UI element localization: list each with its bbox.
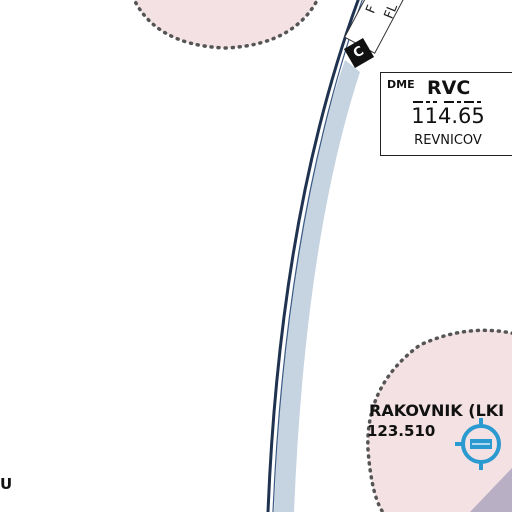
dme-info-box: DME RVC 114.65 REVNICOV <box>380 72 512 156</box>
airspace-circle-top <box>134 0 318 48</box>
airspace-circle-top-border <box>132 0 320 50</box>
airspace-circle-rakovnik <box>367 330 512 512</box>
edge-label: U <box>0 475 13 493</box>
dme-type-label: DME <box>387 78 415 91</box>
airport-name: RAKOVNIK (LKI <box>369 401 505 420</box>
airspace-circle-rakovnik-border <box>366 328 512 512</box>
dme-name: REVNICOV <box>414 133 482 148</box>
airway-corridor <box>274 60 360 512</box>
terrain-wedge <box>470 468 512 512</box>
dme-frequency: 114.65 <box>411 104 485 128</box>
airport-frequency: 123.510 <box>367 422 436 440</box>
airway-corridor-edge <box>266 0 360 512</box>
dme-ident: RVC <box>427 77 471 99</box>
morse-code-icon <box>413 101 481 103</box>
airport-symbol-icon <box>455 418 501 470</box>
airway-corridor-edge-inner <box>272 0 363 512</box>
